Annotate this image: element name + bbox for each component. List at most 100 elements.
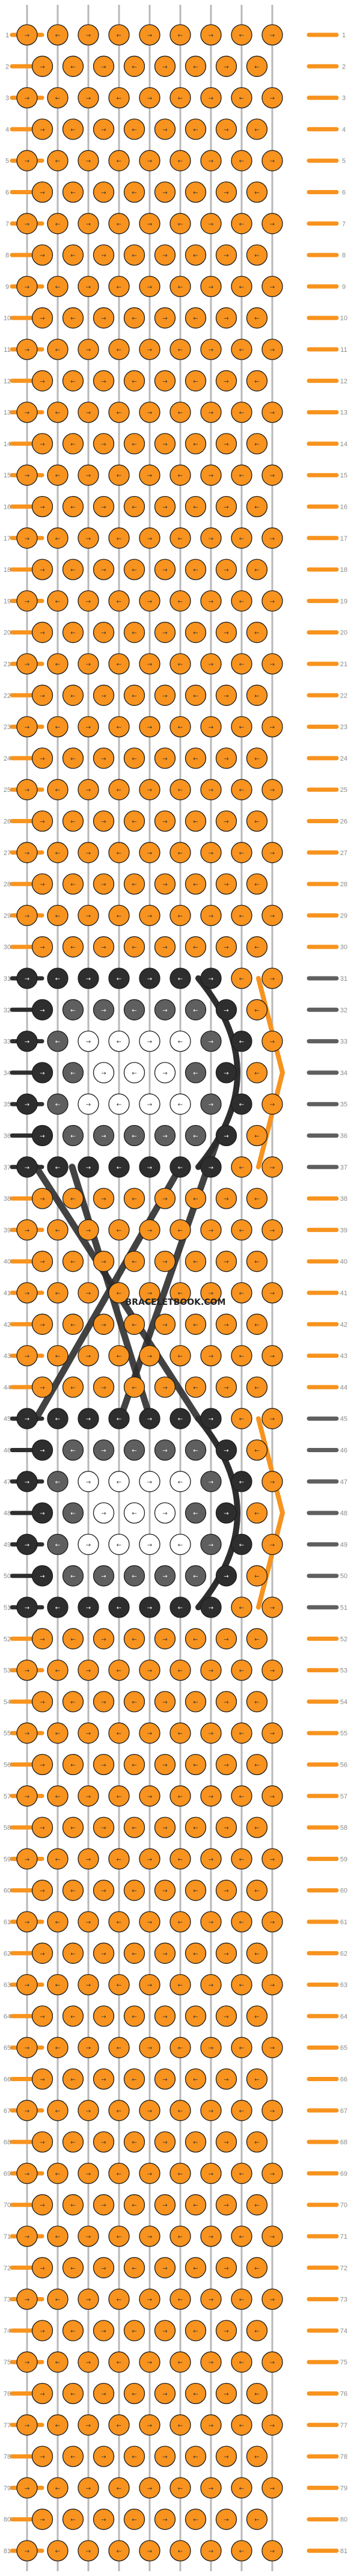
knot-direction-icon: →	[224, 1699, 228, 1706]
knot-direction-icon: ←	[55, 1479, 60, 1486]
knot	[261, 2540, 283, 2562]
knot	[200, 1156, 222, 1178]
knot	[200, 2540, 222, 2562]
row-number-left: 8	[5, 252, 9, 259]
knot-direction-icon: →	[25, 2423, 29, 2429]
knot-direction-icon: ←	[117, 2234, 121, 2240]
knot-direction-icon: ←	[117, 2045, 121, 2052]
knot-direction-icon: ←	[117, 1290, 121, 1297]
knot	[154, 810, 176, 832]
knot	[123, 433, 145, 455]
knot-direction-icon: →	[209, 2234, 213, 2240]
knot	[246, 181, 268, 203]
knot	[108, 1722, 130, 1744]
row-number-right: 13	[340, 409, 347, 417]
knot-direction-icon: →	[101, 2014, 106, 2020]
knot	[31, 2382, 53, 2405]
knot	[246, 873, 268, 895]
knot-direction-icon: →	[270, 2423, 275, 2429]
knot-direction-icon: ←	[132, 190, 136, 197]
knot-direction-icon: ←	[239, 1227, 244, 1234]
knot-direction-icon: →	[209, 1542, 213, 1548]
knot-direction-icon: →	[162, 1007, 167, 1014]
knot	[108, 2351, 130, 2373]
knot-direction-icon: →	[40, 1385, 44, 1391]
knot	[31, 495, 53, 518]
knot	[123, 1942, 145, 1964]
knot	[215, 999, 237, 1020]
row-number-right: 65	[340, 2044, 347, 2052]
knot	[78, 339, 99, 360]
knot	[231, 1471, 252, 1492]
knot	[154, 999, 176, 1020]
knot-direction-icon: ←	[254, 1322, 259, 1328]
knot	[78, 1533, 99, 1556]
knot	[62, 1124, 84, 1147]
knot-direction-icon: →	[86, 158, 91, 165]
knot	[62, 2320, 84, 2341]
knot	[62, 370, 84, 391]
knot-direction-icon: ←	[55, 347, 60, 354]
row-number-left: 22	[4, 692, 11, 699]
knot	[261, 24, 283, 46]
knot-direction-icon: →	[224, 1133, 228, 1140]
knot	[139, 24, 160, 46]
knot	[62, 2068, 84, 2090]
knot-direction-icon: →	[25, 1227, 29, 1234]
knot	[231, 1345, 252, 1367]
knot-direction-icon: ←	[254, 441, 259, 448]
knot	[185, 622, 207, 643]
knot-direction-icon: →	[147, 1794, 152, 1800]
knot	[261, 1911, 283, 1933]
knot	[108, 1093, 130, 1115]
knot-direction-icon: ←	[132, 2203, 136, 2209]
knot-direction-icon: ←	[178, 725, 183, 731]
knot	[31, 936, 53, 958]
knot-direction-icon: ←	[117, 1856, 121, 1863]
knot	[123, 1691, 145, 1713]
knot	[62, 2446, 84, 2467]
knot-direction-icon: ←	[70, 1510, 75, 1517]
knot	[200, 968, 222, 989]
knot-direction-icon: →	[101, 1385, 106, 1391]
knot-direction-icon: ←	[70, 1196, 75, 1203]
row-number-left: 56	[4, 1762, 11, 1769]
knot-direction-icon: →	[86, 1354, 91, 1360]
knot	[261, 2477, 283, 2499]
knot	[261, 2225, 283, 2247]
knot-direction-icon: →	[40, 819, 44, 826]
knot-direction-icon: ←	[132, 1951, 136, 1957]
knot-direction-icon: →	[147, 2234, 152, 2240]
knot-direction-icon: ←	[132, 2328, 136, 2335]
knot	[47, 2540, 69, 2562]
knot	[231, 2288, 252, 2310]
knot	[215, 370, 237, 391]
knot-direction-icon: →	[101, 756, 106, 762]
knot	[246, 622, 268, 643]
knot	[108, 464, 130, 486]
knot	[215, 1188, 237, 1209]
knot	[139, 2477, 160, 2499]
knot-direction-icon: →	[86, 2108, 91, 2115]
knot-direction-icon: ←	[70, 756, 75, 762]
knot	[185, 873, 207, 895]
knot	[123, 307, 145, 329]
knot-direction-icon: ←	[70, 1007, 75, 1014]
knot	[123, 1439, 145, 1461]
knot	[231, 2351, 252, 2373]
knot-direction-icon: ←	[239, 2423, 244, 2429]
knot-direction-icon: →	[147, 347, 152, 354]
knot-direction-icon: →	[209, 1290, 213, 1297]
knot	[123, 2257, 145, 2278]
knot-direction-icon: ←	[132, 819, 136, 826]
knot	[47, 2037, 69, 2058]
knot-direction-icon: ←	[132, 504, 136, 511]
row-number-left: 25	[4, 787, 11, 794]
knot	[185, 2194, 207, 2216]
knot-direction-icon: ←	[178, 536, 183, 542]
knot-direction-icon: ←	[193, 1574, 198, 1580]
knot-direction-icon: →	[162, 819, 167, 826]
knot	[47, 527, 69, 549]
knot-direction-icon: ←	[55, 2171, 60, 2177]
knot-direction-icon: ←	[70, 1636, 75, 1643]
